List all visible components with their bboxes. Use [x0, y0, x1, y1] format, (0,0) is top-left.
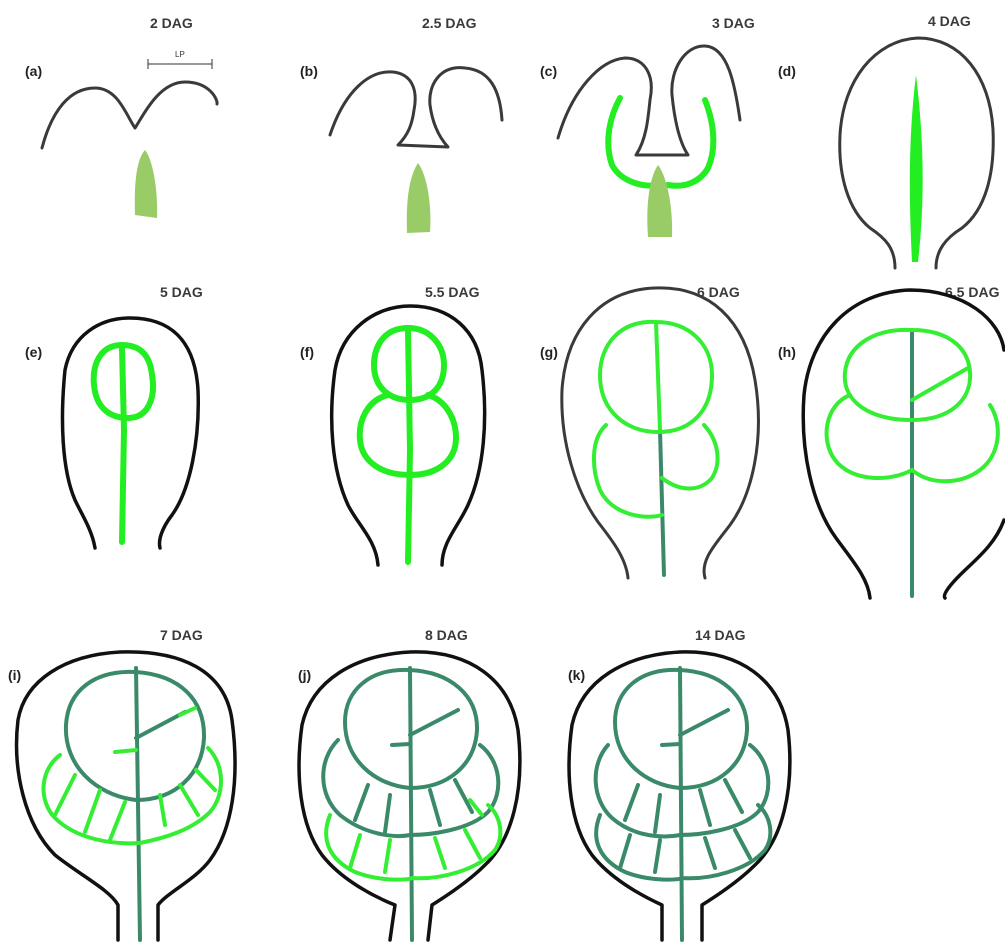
panel-j: 8 DAG (j): [298, 627, 520, 940]
panel-e-stage: 5 DAG: [160, 284, 203, 300]
panel-b-stage: 2.5 DAG: [422, 15, 477, 31]
panel-i: 7 DAG (i): [8, 627, 235, 940]
panel-c-stage: 3 DAG: [712, 15, 755, 31]
midvein: [408, 330, 410, 562]
panel-d: 4 DAG (d): [778, 13, 993, 268]
leaf-blade-outline: [17, 652, 235, 940]
panel-f-letter: (f): [300, 344, 314, 360]
panel-d-letter: (d): [778, 63, 796, 79]
leaf-primordia-outline: [42, 82, 217, 148]
lp-label: LP: [175, 50, 185, 59]
panel-a-stage: 2 DAG: [150, 15, 193, 31]
panel-e: 5 DAG (e): [25, 284, 203, 548]
panel-k-letter: (k): [568, 667, 585, 683]
primary-vein-loop-2: [827, 395, 912, 478]
provascular-strand: [647, 165, 672, 237]
panel-c: 3 DAG (c): [540, 15, 755, 237]
leaf-blade-outline-right: [944, 520, 1004, 598]
new-vein-left: [608, 98, 660, 186]
leaf-blade-outline: [62, 318, 198, 548]
primary-vein-loop-2-right: [140, 748, 221, 843]
panel-e-letter: (e): [25, 344, 42, 360]
panel-i-letter: (i): [8, 667, 21, 683]
midvein: [660, 430, 664, 575]
panel-h-letter: (h): [778, 344, 796, 360]
primary-vein-loop-2-right: [662, 425, 718, 489]
panel-g-letter: (g): [540, 344, 558, 360]
panel-a: 2 DAG (a) LP: [25, 15, 217, 218]
secondary-branch: [662, 710, 728, 745]
panel-k-stage: 14 DAG: [695, 627, 746, 643]
midvein: [910, 75, 923, 262]
midvein: [410, 668, 412, 940]
primary-vein-loop-2: [594, 425, 662, 517]
panel-f-stage: 5.5 DAG: [425, 284, 480, 300]
provascular-strand: [135, 150, 157, 218]
provascular-strand: [407, 163, 431, 233]
secondary-branch: [136, 712, 185, 738]
tertiary-veins: [55, 770, 215, 840]
secondary-branch: [392, 710, 458, 745]
panel-b-letter: (b): [300, 63, 318, 79]
panel-d-stage: 4 DAG: [928, 13, 971, 29]
midvein: [136, 668, 140, 940]
panel-a-letter: (a): [25, 63, 42, 79]
panel-j-stage: 8 DAG: [425, 627, 468, 643]
primary-vein-loop-3-right: [412, 805, 500, 878]
panel-f: 5.5 DAG (f): [300, 284, 485, 565]
primary-vein-loop-3: [912, 405, 998, 481]
panel-k: 14 DAG (k): [568, 627, 790, 940]
primary-vein-loop-1: [845, 330, 970, 420]
midvein-apical: [656, 322, 660, 430]
midvein: [122, 348, 124, 542]
lp-scale-bar: LP: [148, 50, 212, 69]
primary-vein-loop-3: [326, 815, 412, 880]
panel-g: 6 DAG (g): [540, 284, 758, 578]
panel-j-letter: (j): [298, 667, 311, 683]
leaf-primordia-outline: [330, 68, 502, 147]
secondary-branch: [912, 368, 968, 400]
panel-i-stage: 7 DAG: [160, 627, 203, 643]
leaf-blade-outline: [803, 290, 1004, 598]
panel-h: 6.5 DAG (h): [778, 284, 1004, 598]
panel-c-letter: (c): [540, 63, 557, 79]
midvein: [680, 668, 682, 940]
panel-b: 2.5 DAG (b): [300, 15, 502, 233]
